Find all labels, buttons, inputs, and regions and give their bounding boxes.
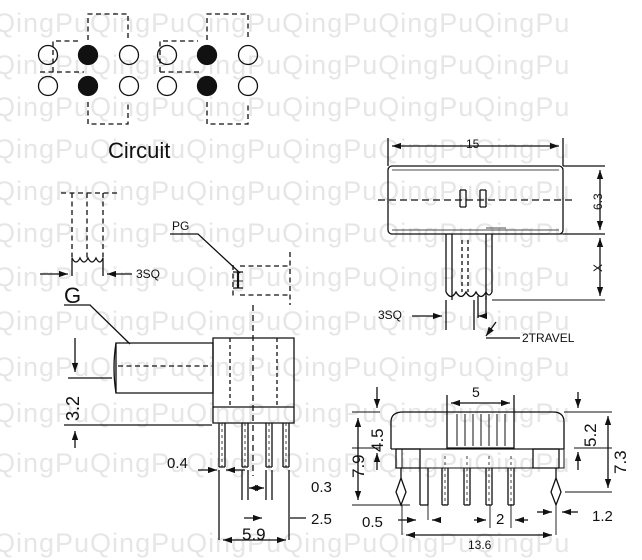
label-2travel: 2TRAVEL: [522, 331, 575, 345]
contact-open: [156, 75, 178, 97]
label-x: X: [591, 263, 605, 272]
dim-5: 5: [472, 384, 480, 400]
dim-6-3: 6.3: [591, 193, 605, 210]
circuit-title: Circuit: [108, 138, 171, 163]
contact-open: [37, 44, 59, 66]
contact-common: [77, 44, 99, 66]
shaft-break: [71, 256, 104, 263]
dim-0-3: 0.3: [311, 479, 332, 496]
dim-1-2: 1.2: [592, 508, 613, 525]
dim-7-9: 7.9: [349, 454, 368, 478]
top-view: [378, 138, 605, 339]
dim-5-2: 5.2: [581, 423, 600, 447]
side-pins: [218, 423, 290, 468]
label-3sq-right: 3SQ: [378, 308, 403, 322]
contact-common: [196, 75, 218, 97]
dim-7-3: 7.3: [611, 450, 630, 474]
dim-3-2: 3.2: [63, 395, 83, 421]
contact-open: [118, 75, 140, 97]
contact-common: [77, 75, 99, 97]
dim-4-5: 4.5: [368, 428, 387, 452]
label-3sq-left: 3SQ: [136, 267, 161, 281]
dim-5-9: 5.9: [242, 525, 266, 544]
front-body: [390, 411, 565, 449]
label-pg: PG: [172, 219, 190, 233]
side-view: [40, 192, 306, 544]
label-g: G: [64, 283, 82, 308]
front-pins: [395, 456, 562, 507]
front-actuator: [446, 411, 515, 449]
contact-open: [237, 44, 259, 66]
dim-0-5: 0.5: [362, 514, 383, 531]
front-view: [352, 387, 612, 539]
dim-2: 2: [496, 511, 505, 528]
contact-open: [37, 75, 59, 97]
contact-common: [196, 44, 218, 66]
circuit-schematic: [37, 13, 259, 125]
actuator-lever: [115, 342, 214, 394]
body-outline: [387, 165, 564, 235]
dim-0-4: 0.4: [167, 455, 188, 472]
contact-open: [118, 44, 140, 66]
dim-13-6: 13.6: [468, 538, 492, 552]
contact-open: [237, 75, 259, 97]
contact-open: [156, 44, 178, 66]
dim-15: 15: [466, 137, 480, 151]
dim-2-5: 2.5: [311, 511, 332, 528]
circuit-links: [40, 13, 249, 125]
